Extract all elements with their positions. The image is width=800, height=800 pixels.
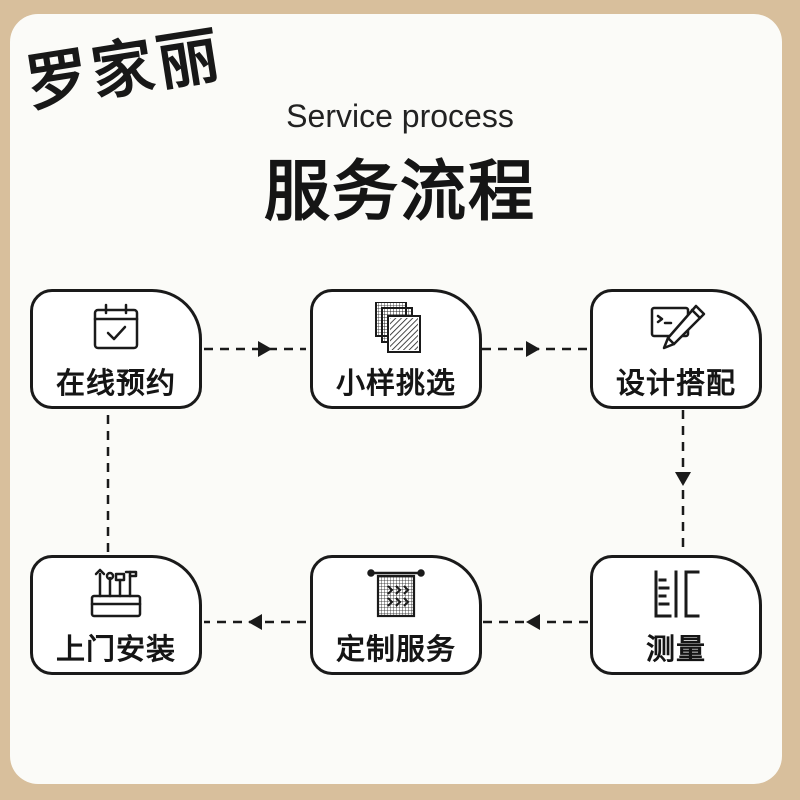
step-label: 上门安装 bbox=[55, 632, 176, 666]
subtitle-english: Service process bbox=[286, 98, 514, 134]
step-home-installation: 上门安装 bbox=[30, 555, 202, 675]
arrow-left-1 bbox=[526, 614, 540, 630]
step-sample-selection: 小样挑选 bbox=[310, 289, 482, 409]
step-label: 在线预约 bbox=[55, 366, 176, 400]
page-title: 服务流程 bbox=[264, 153, 536, 230]
arrow-right-1 bbox=[258, 341, 272, 357]
step-custom-service: 定制服务 bbox=[310, 555, 482, 675]
arrow-left-2 bbox=[248, 614, 262, 630]
measuring-ruler-icon bbox=[654, 570, 700, 618]
step-label: 小样挑选 bbox=[335, 366, 456, 400]
toolbox-icon bbox=[90, 568, 142, 618]
step-online-booking: 在线预约 bbox=[30, 289, 202, 409]
curtain-icon bbox=[367, 569, 425, 618]
fabric-swatch-icon bbox=[375, 302, 421, 353]
step-label: 设计搭配 bbox=[615, 366, 736, 400]
arrow-right-2 bbox=[526, 341, 540, 357]
arrow-down bbox=[675, 472, 691, 486]
step-label: 测量 bbox=[645, 632, 706, 666]
step-design-matching: 设计搭配 bbox=[590, 289, 762, 409]
step-label: 定制服务 bbox=[335, 632, 456, 666]
design-pencil-icon bbox=[650, 304, 706, 350]
step-measurement: 测量 bbox=[590, 555, 762, 675]
calendar-check-icon bbox=[93, 303, 139, 350]
